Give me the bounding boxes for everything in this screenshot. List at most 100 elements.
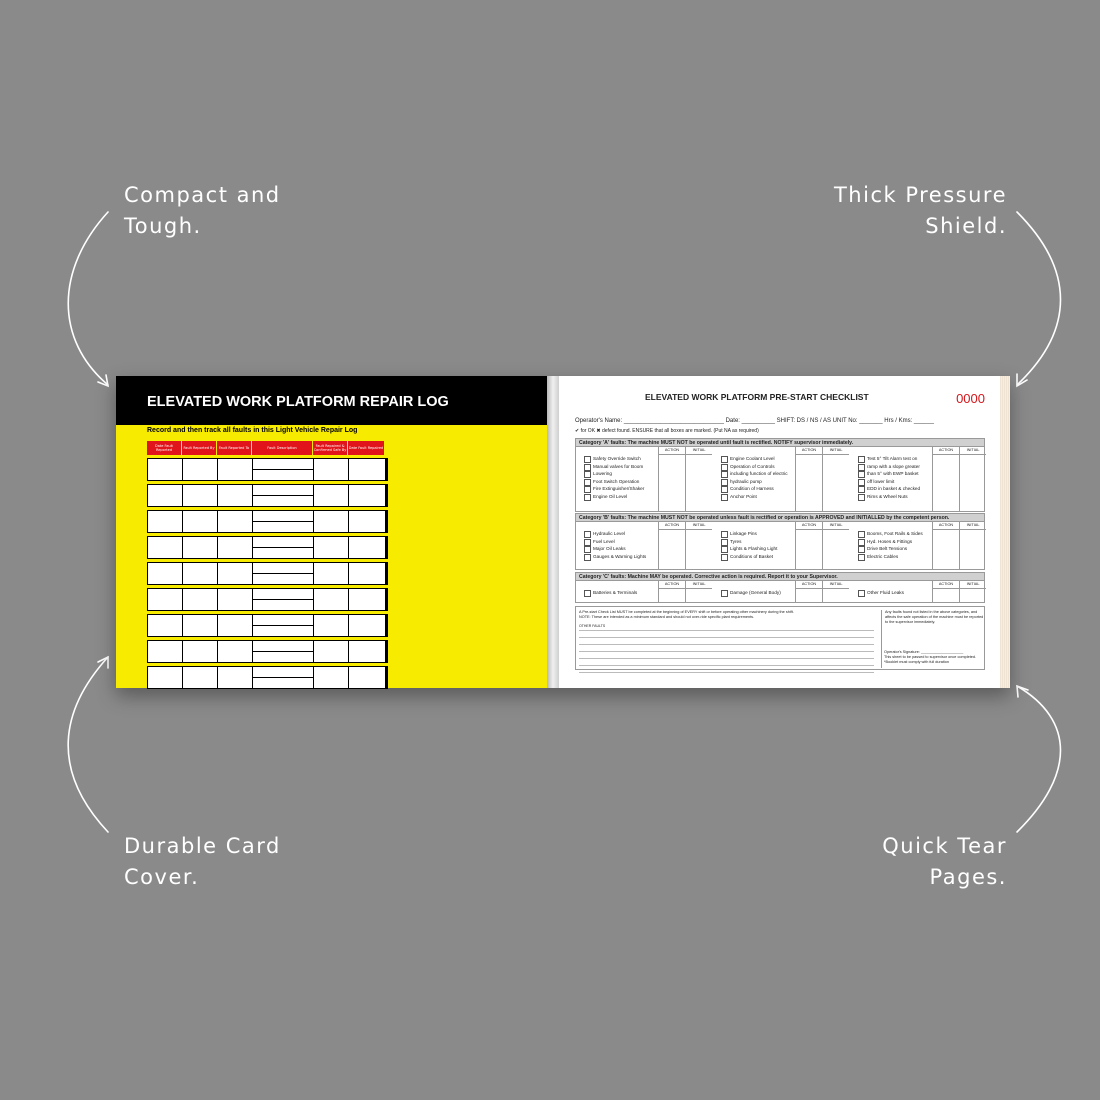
log-cell[interactable] (314, 563, 348, 584)
checklist-item[interactable]: than 5° with EWP basket (858, 470, 920, 478)
log-cell[interactable] (314, 667, 348, 688)
checklist-item[interactable]: Condition of Harness (721, 485, 788, 493)
checklist-item[interactable]: Anchor Point (721, 493, 788, 501)
log-cell[interactable] (349, 615, 385, 636)
other-faults-lines[interactable]: OTHER FAULTS (579, 624, 874, 673)
log-cell[interactable] (314, 511, 348, 532)
checklist-item[interactable]: Tyres (721, 538, 777, 546)
log-cell[interactable] (253, 485, 313, 506)
log-row[interactable] (147, 458, 388, 481)
log-cell[interactable] (183, 615, 217, 636)
checklist-item[interactable]: EDD in basket & checked (858, 485, 920, 493)
initial-column[interactable]: INITIAL (685, 581, 712, 602)
log-cell[interactable] (253, 459, 313, 480)
checklist-item[interactable]: Damage (General Body) (721, 589, 781, 597)
checklist-item[interactable]: Fuel Level (584, 538, 646, 546)
log-cell[interactable] (183, 589, 217, 610)
log-row[interactable] (147, 562, 388, 585)
checklist-item[interactable]: Safety Override Switch (584, 455, 644, 463)
log-cell[interactable] (349, 459, 385, 480)
log-cell[interactable] (314, 537, 348, 558)
checklist-item[interactable]: Hyd. Hoses & Fittings (858, 538, 923, 546)
log-cell[interactable] (349, 589, 385, 610)
action-column[interactable]: ACTION (932, 581, 959, 602)
checklist-item[interactable]: Foot Switch Operation (584, 478, 644, 486)
log-row[interactable] (147, 614, 388, 637)
checklist-item[interactable]: hydraulic pump (721, 478, 788, 486)
log-cell[interactable] (183, 511, 217, 532)
log-row[interactable] (147, 536, 388, 559)
checklist-item[interactable]: Engine Coolant Level (721, 455, 788, 463)
checklist-item[interactable]: Lowering (584, 470, 644, 478)
checklist-item[interactable]: Operation of Controls (721, 463, 788, 471)
checklist-item[interactable]: Drive Belt Tensions (858, 545, 923, 553)
log-cell[interactable] (218, 511, 252, 532)
log-cell[interactable] (218, 641, 252, 662)
checklist-item[interactable]: Booms, Foot Rails & Sides (858, 530, 923, 538)
checklist-item[interactable]: Linkage Pins (721, 530, 777, 538)
checklist-item[interactable]: Manual valves for Boom (584, 463, 644, 471)
action-column[interactable]: ACTION (795, 447, 822, 511)
log-cell[interactable] (183, 485, 217, 506)
action-column[interactable]: ACTION (658, 581, 685, 602)
log-cell[interactable] (314, 641, 348, 662)
log-cell[interactable] (349, 667, 385, 688)
log-cell[interactable] (349, 537, 385, 558)
log-row[interactable] (147, 484, 388, 507)
log-cell[interactable] (349, 511, 385, 532)
log-cell[interactable] (314, 485, 348, 506)
log-cell[interactable] (218, 563, 252, 584)
log-cell[interactable] (218, 667, 252, 688)
action-column[interactable]: ACTION (932, 447, 959, 511)
checklist-item[interactable]: Gauges & Warning Lights (584, 553, 646, 561)
log-row[interactable] (147, 588, 388, 611)
action-column[interactable]: ACTION (795, 581, 822, 602)
initial-column[interactable]: INITIAL (959, 581, 986, 602)
initial-column[interactable]: INITIAL (685, 522, 712, 569)
action-column[interactable]: ACTION (658, 447, 685, 511)
log-cell[interactable] (148, 667, 182, 688)
log-cell[interactable] (183, 667, 217, 688)
log-cell[interactable] (253, 537, 313, 558)
log-cell[interactable] (253, 615, 313, 636)
log-cell[interactable] (183, 459, 217, 480)
checklist-item[interactable]: Test 5° Tilt Alarm test on (858, 455, 920, 463)
checklist-item[interactable]: Other Fluid Leaks (858, 589, 904, 597)
log-cell[interactable] (148, 589, 182, 610)
checklist-item[interactable]: Batteries & Terminals (584, 589, 637, 597)
initial-column[interactable]: INITIAL (822, 447, 849, 511)
log-row[interactable] (147, 666, 388, 689)
checklist-item[interactable]: Electric Cables (858, 553, 923, 561)
log-cell[interactable] (253, 563, 313, 584)
action-column[interactable]: ACTION (932, 522, 959, 569)
log-cell[interactable] (148, 511, 182, 532)
log-cell[interactable] (253, 511, 313, 532)
log-cell[interactable] (253, 641, 313, 662)
log-cell[interactable] (314, 459, 348, 480)
log-cell[interactable] (148, 537, 182, 558)
log-cell[interactable] (183, 641, 217, 662)
checklist-item[interactable]: Fire Extinguisher/Shaker (584, 485, 644, 493)
log-cell[interactable] (148, 563, 182, 584)
log-cell[interactable] (314, 589, 348, 610)
action-column[interactable]: ACTION (795, 522, 822, 569)
initial-column[interactable]: INITIAL (959, 522, 986, 569)
log-cell[interactable] (218, 615, 252, 636)
initial-column[interactable]: INITIAL (822, 581, 849, 602)
log-cell[interactable] (314, 615, 348, 636)
log-cell[interactable] (148, 641, 182, 662)
checklist-item[interactable]: Engine Oil Level (584, 493, 644, 501)
log-cell[interactable] (148, 615, 182, 636)
log-row[interactable] (147, 510, 388, 533)
checklist-item[interactable]: Hydraulic Level (584, 530, 646, 538)
log-cell[interactable] (218, 589, 252, 610)
log-cell[interactable] (349, 563, 385, 584)
log-cell[interactable] (148, 485, 182, 506)
checklist-item[interactable]: Conditions of Basket (721, 553, 777, 561)
initial-column[interactable]: INITIAL (822, 522, 849, 569)
log-cell[interactable] (148, 459, 182, 480)
log-row[interactable] (147, 640, 388, 663)
checklist-item[interactable]: Lights & Flashing Light (721, 545, 777, 553)
checklist-item[interactable]: Major Oil Leaks (584, 545, 646, 553)
action-column[interactable]: ACTION (658, 522, 685, 569)
